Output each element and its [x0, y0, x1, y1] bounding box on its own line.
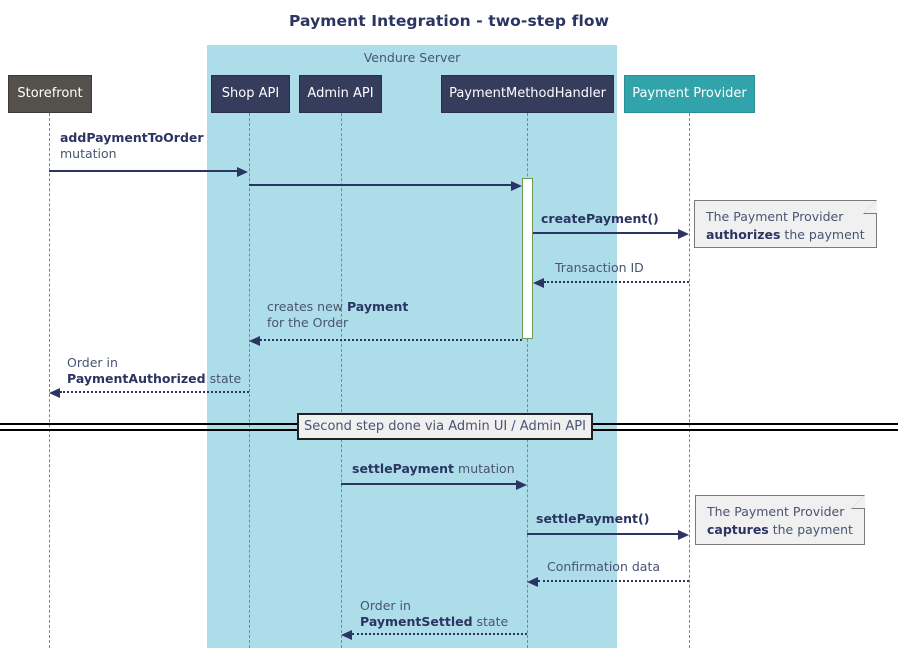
lifeline-shop-api	[249, 113, 250, 648]
participant-payment-method-handler[interactable]: PaymentMethodHandler	[441, 75, 614, 113]
message-label-create-payment: createPayment()	[541, 211, 659, 227]
lifeline-payment-provider	[689, 113, 690, 648]
note-line-2: the payment	[780, 227, 865, 242]
note-fold-icon	[852, 495, 865, 508]
participant-label-payment-method-handler: PaymentMethodHandler	[449, 86, 606, 101]
group-box-vendure-server	[207, 45, 617, 648]
message-label-bold: settlePayment	[352, 461, 455, 476]
message-label-bold: createPayment()	[541, 211, 659, 226]
note-fold-icon	[864, 200, 877, 213]
note-bold: captures	[707, 522, 769, 537]
message-arrow-shop-api-to-handler	[249, 181, 522, 191]
arrowhead-left-icon	[49, 388, 60, 398]
note-line-1: The Payment Provider	[707, 504, 845, 519]
message-label-plain-2: for the Order	[267, 315, 349, 330]
page-title: Payment Integration - two-step flow	[288, 12, 610, 30]
message-arrow-order-payment-authorized	[49, 388, 249, 398]
note-line-1: The Payment Provider	[706, 209, 844, 224]
participant-admin-api[interactable]: Admin API	[299, 75, 382, 113]
arrowhead-right-icon	[511, 181, 522, 191]
lifeline-payment-method-handler	[527, 113, 528, 648]
message-arrow-add-payment-to-order	[49, 167, 248, 177]
message-arrow-create-payment	[533, 229, 689, 239]
message-label-plain: Confirmation data	[547, 559, 661, 574]
message-label-add-payment-to-order: addPaymentToOrder mutation	[60, 130, 204, 162]
message-label-plain-1: creates new	[267, 299, 347, 314]
message-arrow-settle-payment-call	[527, 530, 689, 540]
message-label-plain: mutation	[454, 461, 515, 476]
note-captures: The Payment Provider captures the paymen…	[695, 495, 865, 545]
message-label-settle-payment-call: settlePayment()	[536, 511, 649, 527]
participant-label-payment-provider: Payment Provider	[632, 86, 747, 101]
arrowhead-left-icon	[249, 336, 260, 346]
participant-shop-api[interactable]: Shop API	[211, 75, 290, 113]
message-arrow-settle-payment-mutation	[341, 480, 527, 490]
message-label-settle-payment-mutation: settlePayment mutation	[352, 461, 515, 477]
message-label-plain: mutation	[60, 146, 117, 161]
message-label-plain-1: Order in	[360, 598, 411, 613]
message-label-order-payment-settled: Order in PaymentSettled state	[360, 598, 508, 630]
message-label-plain: Transaction ID	[555, 260, 644, 275]
message-label-plain-1: Order in	[67, 355, 118, 370]
message-label-bold: addPaymentToOrder	[60, 130, 204, 145]
arrowhead-left-icon	[341, 630, 352, 640]
arrowhead-left-icon	[527, 577, 538, 587]
activation-bar-payment-method-handler	[522, 178, 533, 339]
divider-label-box: Second step done via Admin UI / Admin AP…	[297, 413, 593, 440]
message-label-bold: PaymentSettled	[360, 614, 473, 629]
message-arrow-transaction-id	[533, 278, 689, 288]
participant-label-shop-api: Shop API	[221, 86, 280, 101]
message-label-bold: Payment	[346, 299, 409, 314]
message-label-order-payment-authorized: Order in PaymentAuthorized state	[67, 355, 241, 387]
message-label-plain-2: state	[205, 371, 242, 386]
group-label-vendure-server: Vendure Server	[363, 50, 461, 65]
message-arrow-confirmation-data	[527, 577, 689, 587]
message-label-creates-new-payment: creates new Payment for the Order	[267, 299, 408, 331]
note-line-2: the payment	[768, 522, 853, 537]
arrowhead-right-icon	[678, 229, 689, 239]
note-authorizes: The Payment Provider authorizes the paym…	[694, 200, 877, 248]
note-bold: authorizes	[706, 227, 781, 242]
participant-payment-provider[interactable]: Payment Provider	[624, 75, 755, 113]
divider-label: Second step done via Admin UI / Admin AP…	[304, 419, 586, 434]
message-label-confirmation-data: Confirmation data	[547, 559, 660, 575]
message-label-plain-2: state	[472, 614, 509, 629]
message-arrow-order-payment-settled	[341, 630, 527, 640]
participant-label-storefront: Storefront	[17, 86, 83, 101]
participant-label-admin-api: Admin API	[307, 86, 374, 101]
arrowhead-right-icon	[237, 167, 248, 177]
message-label-transaction-id: Transaction ID	[555, 260, 644, 276]
lifeline-admin-api	[341, 113, 342, 648]
message-arrow-creates-new-payment	[249, 336, 522, 346]
arrowhead-right-icon	[516, 480, 527, 490]
arrowhead-left-icon	[533, 278, 544, 288]
message-label-bold: settlePayment()	[536, 511, 650, 526]
participant-storefront[interactable]: Storefront	[8, 75, 92, 113]
message-label-bold: PaymentAuthorized	[67, 371, 206, 386]
lifeline-storefront	[49, 113, 50, 648]
arrowhead-right-icon	[678, 530, 689, 540]
